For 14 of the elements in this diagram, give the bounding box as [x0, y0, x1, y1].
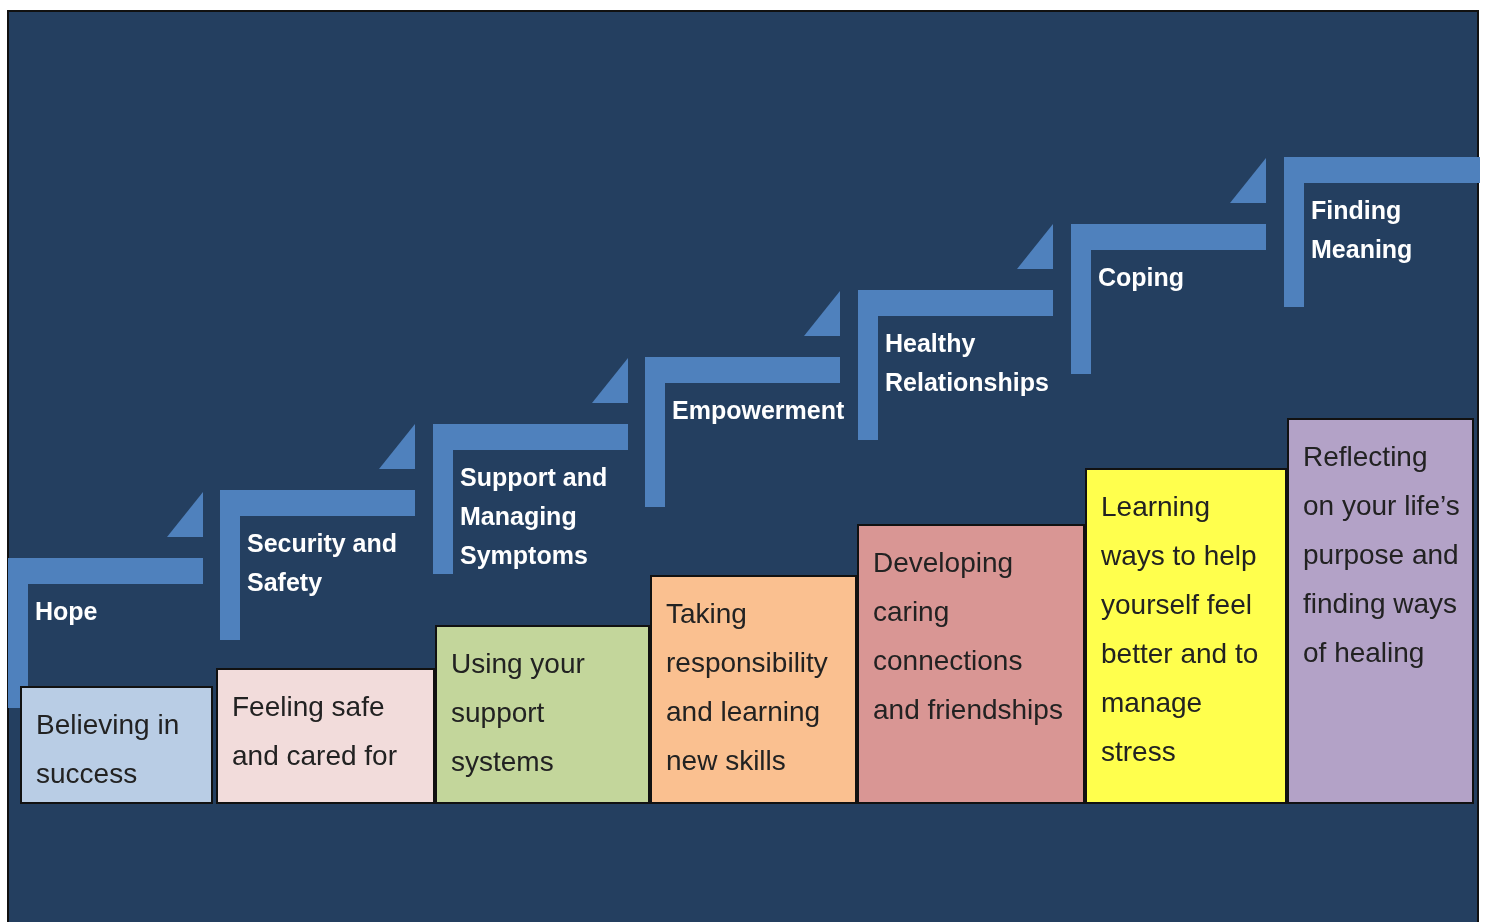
step-box: Using your support systems: [435, 625, 650, 804]
step-box: Taking responsibility and learning new skills: [650, 575, 857, 804]
step-label: Security and Safety: [247, 524, 437, 602]
step-label: Hope: [35, 592, 225, 631]
step-label: Support and Managing Symptoms: [460, 458, 650, 575]
step-box: Reflecting on your life’s purpose and finding ways of healing: [1287, 418, 1474, 804]
step-label: Healthy Relationships: [885, 324, 1075, 402]
step-label: Finding Meaning: [1311, 191, 1487, 269]
step-box: Feeling safe and cared for: [216, 668, 435, 804]
step-label: Coping: [1098, 258, 1288, 297]
step-box: Believing in success: [20, 686, 213, 804]
step-box: Learning ways to help yourself feel better and to manage stress: [1085, 468, 1287, 804]
step-label: Empowerment: [672, 391, 862, 430]
step-box: Developing caring connections and friendships: [857, 524, 1085, 804]
